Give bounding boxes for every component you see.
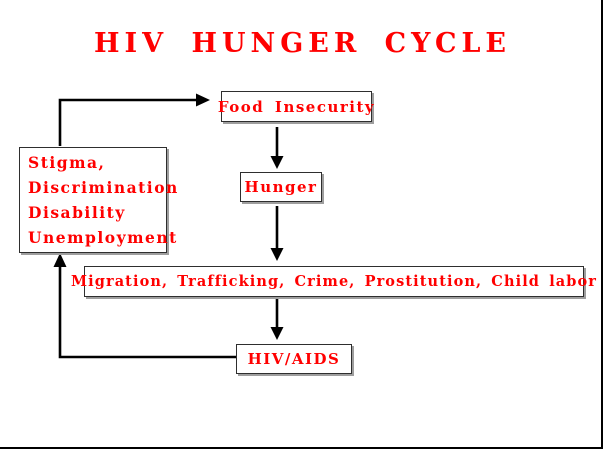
diagram-title: HIV HUNGER CYCLE [93,28,512,59]
node-stigma-line-3: Disability [28,203,126,222]
node-hunger-label: Hunger [244,178,318,196]
slide-border-right [601,0,603,449]
node-consequences-label: Migration, Trafficking, Crime, Prostitut… [70,273,598,290]
node-hiv-aids: HIV/AIDS [236,344,352,374]
node-hunger: Hunger [240,172,322,202]
node-food-insecurity-label: Food Insecurity [217,97,376,116]
edge-hunger-to-consequences [270,206,284,261]
slide-border-bottom [0,447,603,449]
node-stigma: Stigma, Discrimination Disability Unempl… [19,147,177,253]
node-food-insecurity: Food Insecurity [217,91,376,122]
node-consequences: Migration, Trafficking, Crime, Prostitut… [71,266,596,297]
node-stigma-line-4: Unemployment [28,228,178,247]
node-stigma-line-2: Discrimination [28,178,179,197]
node-hiv-aids-label: HIV/AIDS [247,350,341,368]
edge-stigma-to-food-insecurity [58,93,210,146]
edge-consequences-to-hiv-aids [270,298,284,340]
edge-food-insecurity-to-hunger [270,127,284,169]
node-stigma-line-1: Stigma, [28,153,106,172]
